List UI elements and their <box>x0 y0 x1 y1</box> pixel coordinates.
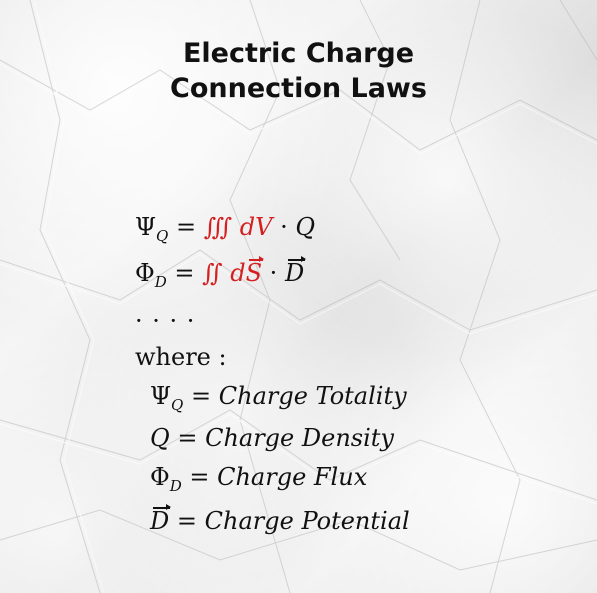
definition-text: Charge Totality <box>218 382 407 410</box>
triple-integral: ∭ <box>203 213 233 241</box>
dot-operator: · <box>269 259 278 287</box>
subscript-d: D <box>169 477 182 495</box>
where-label: where : <box>135 343 227 371</box>
equals-sign: = <box>176 213 197 241</box>
definition-q: Q = Charge Density <box>150 423 394 453</box>
rhs-vector-d: D <box>284 256 307 287</box>
dot-operator: · <box>280 213 288 241</box>
subscript-d: D <box>154 273 167 291</box>
definition-vector-d: D = Charge Potential <box>150 504 410 536</box>
surface-vector-s: S <box>245 256 265 287</box>
vector-d-symbol: D <box>150 504 172 535</box>
subscript-q: Q <box>156 227 169 245</box>
subscript-q: Q <box>171 396 184 414</box>
definition-text: Charge Potential <box>204 507 410 535</box>
double-integral: ∬ <box>202 259 223 287</box>
psi-symbol: Ψ <box>135 213 157 241</box>
equals-sign: = <box>177 424 198 452</box>
equals-sign: = <box>176 507 197 535</box>
equals-sign: = <box>191 382 212 410</box>
equals-sign: = <box>189 463 210 491</box>
definition-psi-q: ΨQ = Charge Totality <box>150 381 407 414</box>
equation-charge-totality: ΨQ = ∭ dV · Q <box>135 212 315 245</box>
definition-phi-d: ΦD = Charge Flux <box>150 462 367 495</box>
rhs-q: Q <box>295 213 316 241</box>
title-line-2: Connection Laws <box>170 73 427 104</box>
definition-text: Charge Flux <box>217 463 368 491</box>
volume-differential: dV <box>239 213 273 241</box>
surface-differential-d: d <box>230 259 246 287</box>
psi-symbol: Ψ <box>150 382 172 410</box>
equals-sign: = <box>174 259 195 287</box>
ellipsis: · · · · <box>135 307 196 335</box>
definition-text: Charge Density <box>205 424 394 452</box>
equation-charge-flux: ΦD = ∬ dS · D <box>135 256 307 291</box>
phi-symbol: Φ <box>150 463 170 491</box>
page-title: Electric Charge Connection Laws <box>0 36 597 106</box>
q-symbol: Q <box>150 424 170 452</box>
phi-symbol: Φ <box>135 259 155 287</box>
title-line-1: Electric Charge <box>182 38 415 69</box>
